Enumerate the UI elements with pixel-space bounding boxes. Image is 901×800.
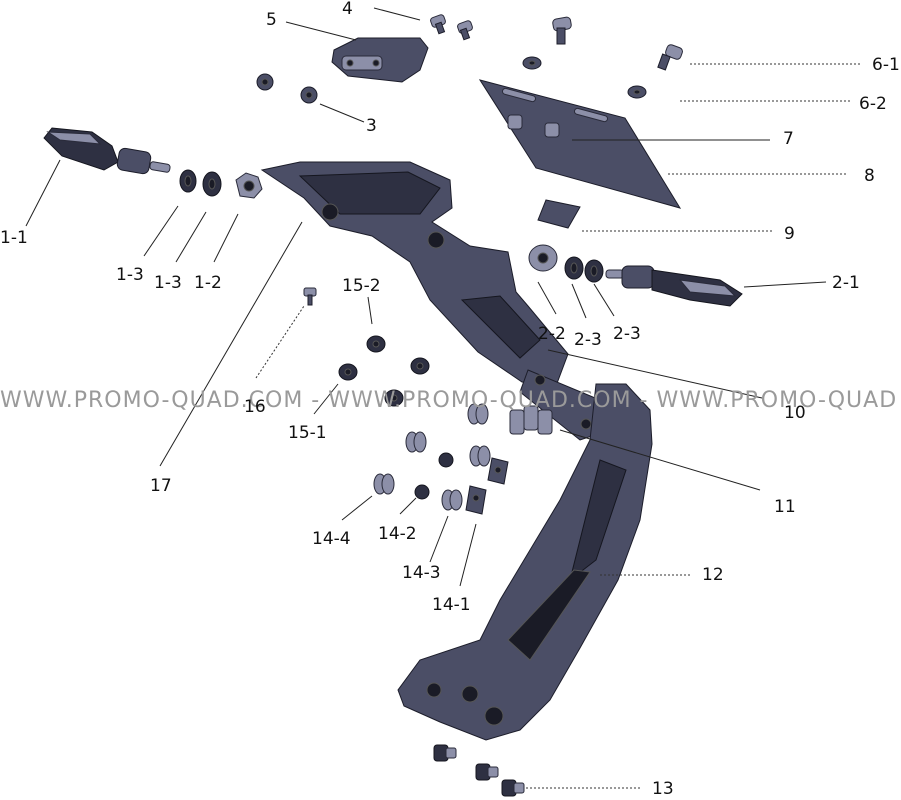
label-2-3b: 2-3 (613, 324, 641, 344)
bolts-13 (433, 744, 525, 797)
strut-12 (397, 383, 653, 741)
label-16: 16 (244, 397, 266, 417)
label-11: 11 (774, 497, 796, 517)
spacers-11 (509, 405, 553, 435)
label-14-1: 14-1 (432, 595, 471, 615)
reflector-9 (537, 199, 581, 229)
label-9: 9 (784, 224, 795, 244)
washers-2-3 (564, 256, 604, 283)
bracket-17 (260, 161, 569, 387)
license-plate-8 (478, 79, 682, 209)
plate-bolts-7 (507, 114, 560, 138)
bolts-4 (430, 14, 473, 41)
screw-16 (303, 287, 317, 306)
label-5: 5 (266, 10, 277, 30)
label-14-3: 14-3 (402, 563, 441, 583)
label-10: 10 (784, 403, 806, 423)
bushings-14-2 (414, 452, 454, 500)
nut-1-2 (235, 172, 263, 199)
plates-14-1 (465, 457, 509, 515)
label-13: 13 (652, 779, 674, 799)
nut-2-2 (528, 244, 558, 272)
label-1-2: 1-2 (194, 273, 222, 293)
washers-1-3 (179, 169, 222, 197)
label-12: 12 (702, 565, 724, 585)
springs-14 (373, 403, 491, 511)
leader-lines (25, 7, 860, 789)
bushings-15 (338, 335, 430, 407)
label-1-3b: 1-3 (154, 273, 182, 293)
plate-bolts-6 (522, 16, 683, 99)
turn-signal-1-1 (43, 127, 171, 175)
label-15-2: 15-2 (342, 276, 381, 296)
label-14-2: 14-2 (378, 524, 417, 544)
label-2-1: 2-1 (832, 273, 860, 293)
label-2-3a: 2-3 (574, 330, 602, 350)
label-15-1: 15-1 (288, 423, 327, 443)
label-1-1: 1-1 (0, 228, 28, 248)
link-10 (519, 369, 605, 441)
label-1-3a: 1-3 (116, 265, 144, 285)
watermark-text: WWW.PROMO-QUAD.COM - WWW.PROMO-QUAD.COM … (0, 388, 897, 413)
label-4: 4 (342, 0, 353, 19)
label-8: 8 (864, 166, 875, 186)
label-2-2: 2-2 (538, 324, 566, 344)
label-14-4: 14-4 (312, 529, 351, 549)
nuts-3 (256, 73, 318, 104)
label-6-1: 6-1 (872, 55, 900, 75)
label-17: 17 (150, 476, 172, 496)
turn-signal-2-1 (605, 265, 743, 307)
label-7: 7 (783, 129, 794, 149)
label-6-2: 6-2 (859, 94, 887, 114)
label-3: 3 (366, 116, 377, 136)
license-light-5 (331, 37, 429, 83)
